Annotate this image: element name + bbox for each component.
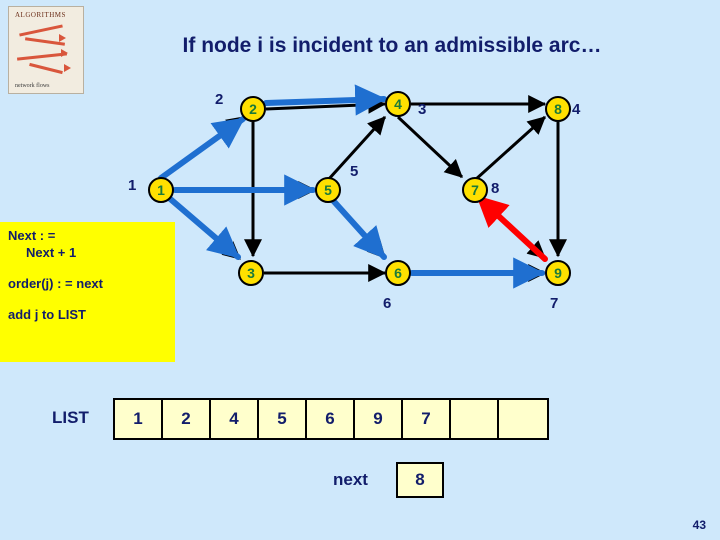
- graph-node-4[interactable]: 4: [385, 91, 411, 117]
- cover-streak-icon: [19, 24, 63, 37]
- next-label: next: [333, 470, 368, 489]
- node-distance-label-8: 4: [572, 101, 581, 118]
- node-distance-label-9: 7: [550, 295, 559, 312]
- graph-node-6[interactable]: 6: [385, 260, 411, 286]
- next-value-box[interactable]: 8: [396, 462, 444, 498]
- node-distance-label-5: 5: [350, 163, 359, 180]
- graph-node-9[interactable]: 9: [545, 260, 571, 286]
- cover-streak-icon: [16, 52, 68, 61]
- node-distance-label-1: 1: [128, 177, 137, 194]
- graph-node-2[interactable]: 2: [240, 96, 266, 122]
- list-label: LIST: [52, 408, 89, 427]
- list-cell[interactable]: 9: [355, 400, 403, 438]
- book-cover-title: ALGORITHMS: [15, 11, 66, 19]
- list-cell[interactable]: [499, 400, 547, 438]
- pseudocode-line-4: add j to LIST: [8, 307, 86, 322]
- node-distance-label-6: 6: [383, 295, 392, 312]
- list-cell[interactable]: 6: [307, 400, 355, 438]
- list-cell[interactable]: 1: [115, 400, 163, 438]
- book-cover-subtitle: network flows: [15, 83, 50, 89]
- book-cover-thumbnail: ALGORITHMS network flows: [8, 6, 84, 94]
- pseudocode-line-1: Next : =: [8, 228, 56, 243]
- node-distance-label-4: 3: [418, 101, 427, 118]
- graph-node-3[interactable]: 3: [238, 260, 264, 286]
- graph-node-8[interactable]: 8: [545, 96, 571, 122]
- node-distance-label-2: 2: [215, 91, 224, 108]
- pseudocode-line-2: Next + 1: [26, 245, 77, 260]
- cover-streak-icon: [29, 62, 63, 75]
- cover-arrow-icon: [59, 34, 66, 42]
- list-cell[interactable]: 2: [163, 400, 211, 438]
- pseudocode-box: Next : = Next + 1 order(j) : = next add …: [0, 222, 175, 362]
- list-cell[interactable]: 5: [259, 400, 307, 438]
- page-title: If node i is incident to an admissible a…: [182, 34, 602, 57]
- graph-node-5[interactable]: 5: [315, 177, 341, 203]
- list-table: 1 2 4 5 6 9 7: [113, 398, 549, 440]
- graph-node-7[interactable]: 7: [462, 177, 488, 203]
- cover-arrow-icon: [64, 64, 71, 72]
- cover-arrow-icon: [61, 49, 68, 57]
- node-distance-label-7: 8: [491, 180, 500, 197]
- pseudocode-line-3: order(j) : = next: [8, 276, 103, 291]
- list-cell[interactable]: 4: [211, 400, 259, 438]
- list-cell[interactable]: 7: [403, 400, 451, 438]
- list-cell[interactable]: [451, 400, 499, 438]
- page-number: 43: [692, 518, 706, 532]
- graph-node-1[interactable]: 1: [148, 177, 174, 203]
